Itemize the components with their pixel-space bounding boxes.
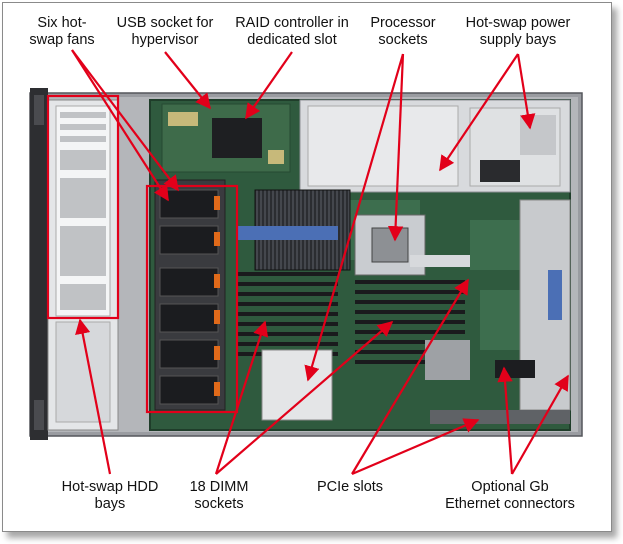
- label-line: Hot-swap HDD: [61, 479, 159, 495]
- label-line: Six hot-: [37, 15, 87, 31]
- label-line: 18 DIMM: [189, 479, 249, 495]
- label-line: swap fans: [29, 32, 95, 48]
- label-line: Ethernet connectors: [445, 496, 575, 512]
- label-six-hot-swap-fans: Six hot- swap fans: [29, 15, 94, 49]
- label-line: bays: [94, 496, 126, 512]
- label-dimm-sockets: 18 DIMM sockets: [190, 479, 249, 513]
- hdd-bays: [47, 99, 119, 431]
- label-line: dedicated slot: [247, 32, 337, 48]
- label-line: Hot-swap power: [465, 15, 571, 31]
- callout-arrows: [71, 49, 569, 476]
- label-line: supply bays: [479, 32, 557, 48]
- label-usb-socket: USB socket for hypervisor: [117, 15, 214, 49]
- label-line: hypervisor: [131, 32, 199, 48]
- label-pcie-slots: PCIe slots: [317, 479, 383, 496]
- fan-bank: [154, 179, 226, 411]
- label-line: Processor: [370, 15, 436, 31]
- label-processor-sockets: Processor sockets: [370, 15, 435, 49]
- fan-highlight: [145, 184, 239, 414]
- label-hdd-bays: Hot-swap HDD bays: [62, 479, 159, 513]
- power-supply-bays: [299, 99, 571, 193]
- label-line: Optional Gb: [471, 479, 549, 495]
- label-line: RAID controller in: [235, 15, 349, 31]
- hdd-highlight: [46, 94, 120, 320]
- misc-components: [261, 199, 571, 424]
- raid-controller-card: [161, 103, 291, 173]
- label-raid-controller: RAID controller in dedicated slot: [235, 15, 349, 49]
- label-line: USB socket for: [116, 15, 214, 31]
- label-line: sockets: [194, 496, 244, 512]
- label-power-supply-bays: Hot-swap power supply bays: [466, 15, 571, 49]
- label-ethernet-connectors: Optional Gb Ethernet connectors: [445, 479, 575, 513]
- label-line: PCIe slots: [316, 479, 384, 495]
- label-line: sockets: [378, 32, 428, 48]
- front-bezel: [30, 88, 48, 440]
